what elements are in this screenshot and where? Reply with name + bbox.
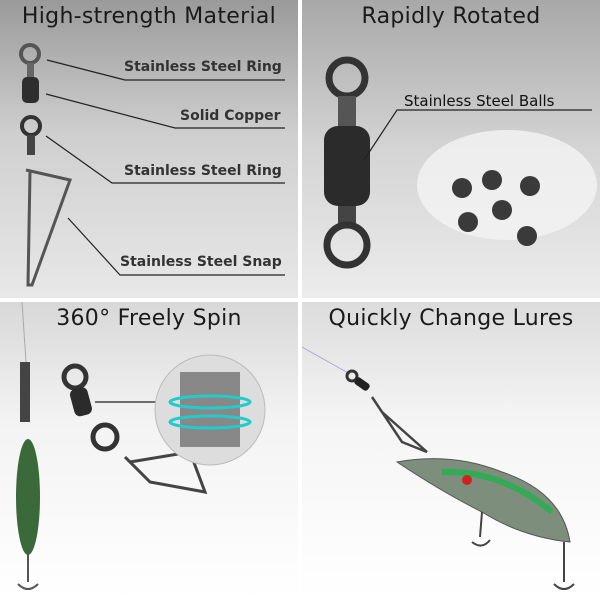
panel-quickly-change-lures: Quickly Change Lures [302, 302, 600, 600]
label-stainless-steel-snap: Stainless Steel Snap [120, 254, 282, 270]
swivel-closeup [323, 56, 597, 269]
panel-title: Quickly Change Lures [328, 306, 574, 331]
spin-illustration [16, 302, 266, 590]
label-stainless-steel-ring-bottom: Stainless Steel Ring [124, 163, 282, 179]
panel-rapidly-rotated: Rapidly Rotated Stainless Steel Balls [302, 0, 600, 298]
swivel-diagram [19, 43, 285, 287]
panel-title: High-strength Material [21, 4, 277, 29]
label-stainless-steel-balls: Stainless Steel Balls [404, 92, 555, 110]
panel-360-freely-spin: 360° Freely Spin [0, 302, 298, 600]
panel-high-strength-material: High-strength Material Stainless Steel R… [0, 0, 298, 298]
label-solid-copper: Solid Copper [180, 108, 281, 124]
panel-title: 360° Freely Spin [56, 306, 242, 331]
label-stainless-steel-ring-top: Stainless Steel Ring [124, 59, 282, 75]
lure-illustration [302, 346, 575, 590]
panel-title: Rapidly Rotated [361, 4, 541, 29]
